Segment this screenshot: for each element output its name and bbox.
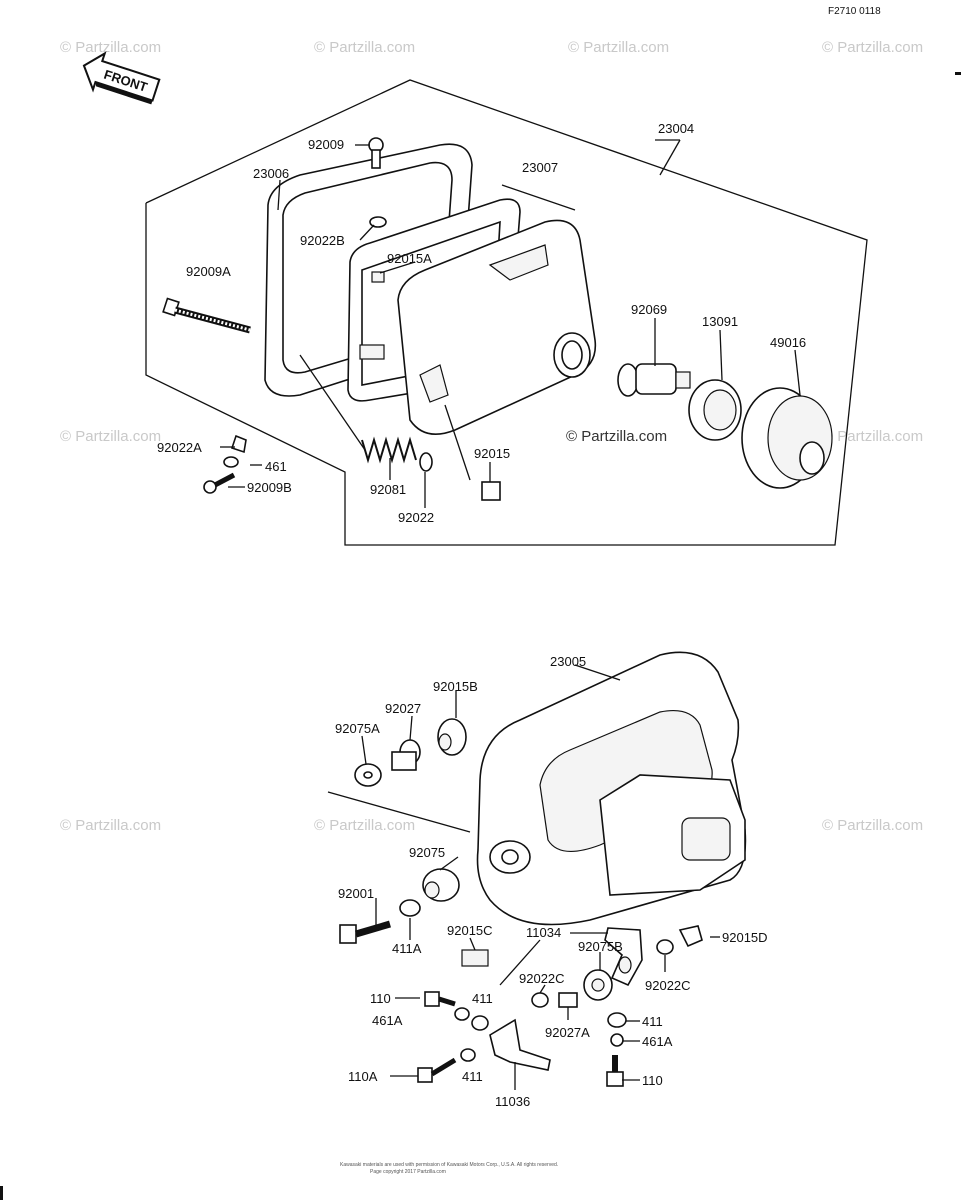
label-92015C: 92015C bbox=[447, 923, 493, 938]
front-arrow-icon: FRONT bbox=[82, 51, 161, 105]
label-92015D: 92015D bbox=[722, 930, 768, 945]
lock-washer-461A-left bbox=[454, 1007, 470, 1021]
nut-clip-92015C bbox=[461, 949, 489, 967]
footer-line-2: Page copyright 2017 Partzilla.com bbox=[370, 1169, 446, 1175]
adjust-spring bbox=[299, 354, 433, 472]
watermark: © Partzilla.com bbox=[822, 428, 923, 445]
label-461: 461 bbox=[265, 459, 287, 474]
grommet-92075B bbox=[583, 969, 613, 1001]
label-92075B: 92075B bbox=[578, 939, 623, 954]
grommet bbox=[437, 718, 467, 756]
watermark: © Partzilla.com bbox=[568, 39, 669, 56]
label-110A: 110A bbox=[348, 1069, 378, 1084]
watermark-center: © Partzilla.com bbox=[566, 428, 667, 445]
label-92022: 92022 bbox=[398, 510, 434, 525]
label-92022C-left: 92022C bbox=[519, 971, 565, 986]
label-92009: 92009 bbox=[308, 137, 344, 152]
label-92022A: 92022A bbox=[157, 440, 202, 455]
label-92075: 92075 bbox=[409, 845, 445, 860]
washer-411-lower bbox=[460, 1048, 476, 1062]
label-92075A: 92075A bbox=[335, 721, 380, 736]
watermark: © Partzilla.com bbox=[314, 817, 415, 834]
bulb bbox=[617, 363, 691, 397]
socket-cover bbox=[741, 387, 833, 489]
watermark: © Partzilla.com bbox=[60, 428, 161, 445]
top-screw bbox=[368, 137, 387, 283]
bulb-socket bbox=[688, 379, 742, 441]
watermark: © Partzilla.com bbox=[60, 39, 161, 56]
washer-92022C-left bbox=[531, 992, 549, 1008]
label-92015A: 92015A bbox=[387, 251, 432, 266]
bolt-110-left bbox=[424, 991, 456, 1007]
headlight-assembly-upper bbox=[145, 79, 868, 546]
watermark: © Partzilla.com bbox=[822, 39, 923, 56]
label-92015: 92015 bbox=[474, 446, 510, 461]
label-110-right: 110 bbox=[642, 1073, 663, 1088]
label-92081: 92081 bbox=[370, 482, 406, 497]
label-23004: 23004 bbox=[658, 121, 694, 136]
edge-mark bbox=[955, 72, 961, 75]
long-screw bbox=[162, 297, 251, 334]
label-92027A: 92027A bbox=[545, 1025, 590, 1040]
cap-92015D bbox=[678, 925, 703, 948]
watermark: © Partzilla.com bbox=[314, 39, 415, 56]
label-23007: 23007 bbox=[522, 160, 558, 175]
label-92001: 92001 bbox=[338, 886, 374, 901]
watermark: © Partzilla.com bbox=[60, 817, 161, 834]
label-92022B: 92022B bbox=[300, 233, 345, 248]
label-23005: 23005 bbox=[550, 654, 586, 669]
edge-mark-bottom bbox=[0, 1186, 3, 1200]
label-411-c: 411 bbox=[462, 1069, 483, 1084]
label-92009B: 92009B bbox=[247, 480, 292, 495]
bracket-11036 bbox=[489, 1018, 551, 1071]
label-411-a: 411 bbox=[472, 991, 493, 1006]
label-92069: 92069 bbox=[631, 302, 667, 317]
sealed-beam-unit bbox=[397, 219, 597, 436]
bolt-110A bbox=[417, 1057, 457, 1083]
label-49016: 49016 bbox=[770, 335, 806, 350]
nut-clip bbox=[481, 481, 501, 501]
headlight-housing bbox=[476, 651, 747, 926]
washer-92022C bbox=[656, 939, 674, 955]
washer-411A bbox=[399, 899, 421, 917]
label-461A-left: 461A bbox=[372, 1013, 403, 1028]
label-92022C-right: 92022C bbox=[645, 978, 691, 993]
washer-411-left bbox=[471, 1015, 489, 1031]
collar-92027A bbox=[558, 992, 578, 1008]
label-23006: 23006 bbox=[253, 166, 289, 181]
bolt-110-right bbox=[606, 1055, 624, 1087]
headlight-housing-assembly bbox=[327, 651, 747, 1087]
label-461A-right: 461A bbox=[642, 1034, 673, 1049]
label-11034: 11034 bbox=[526, 925, 561, 940]
lock-washer-461A bbox=[610, 1033, 624, 1047]
label-92009A: 92009A bbox=[186, 264, 231, 279]
label-411-b: 411 bbox=[642, 1014, 663, 1029]
washer-hole bbox=[363, 771, 373, 779]
leader-lines-upper bbox=[220, 139, 801, 508]
label-92027: 92027 bbox=[385, 701, 421, 716]
bolt-washer-set bbox=[203, 434, 247, 494]
bracket-11034 bbox=[604, 927, 643, 987]
label-110-left: 110 bbox=[370, 991, 391, 1006]
reference-code: F2710 0118 bbox=[828, 6, 881, 17]
footer-line-1: Kawasaki materials are used with permiss… bbox=[340, 1162, 558, 1168]
label-11036: 11036 bbox=[495, 1094, 530, 1109]
rubber-bushing bbox=[422, 868, 460, 902]
label-92015B: 92015B bbox=[433, 679, 478, 694]
washer-411-right bbox=[607, 1012, 627, 1028]
bolt-92001 bbox=[339, 920, 391, 944]
watermark: © Partzilla.com bbox=[822, 817, 923, 834]
collar bbox=[391, 739, 421, 771]
label-411A: 411A bbox=[392, 941, 422, 956]
leader-lines-lower bbox=[361, 664, 720, 1090]
label-13091: 13091 bbox=[702, 314, 738, 329]
